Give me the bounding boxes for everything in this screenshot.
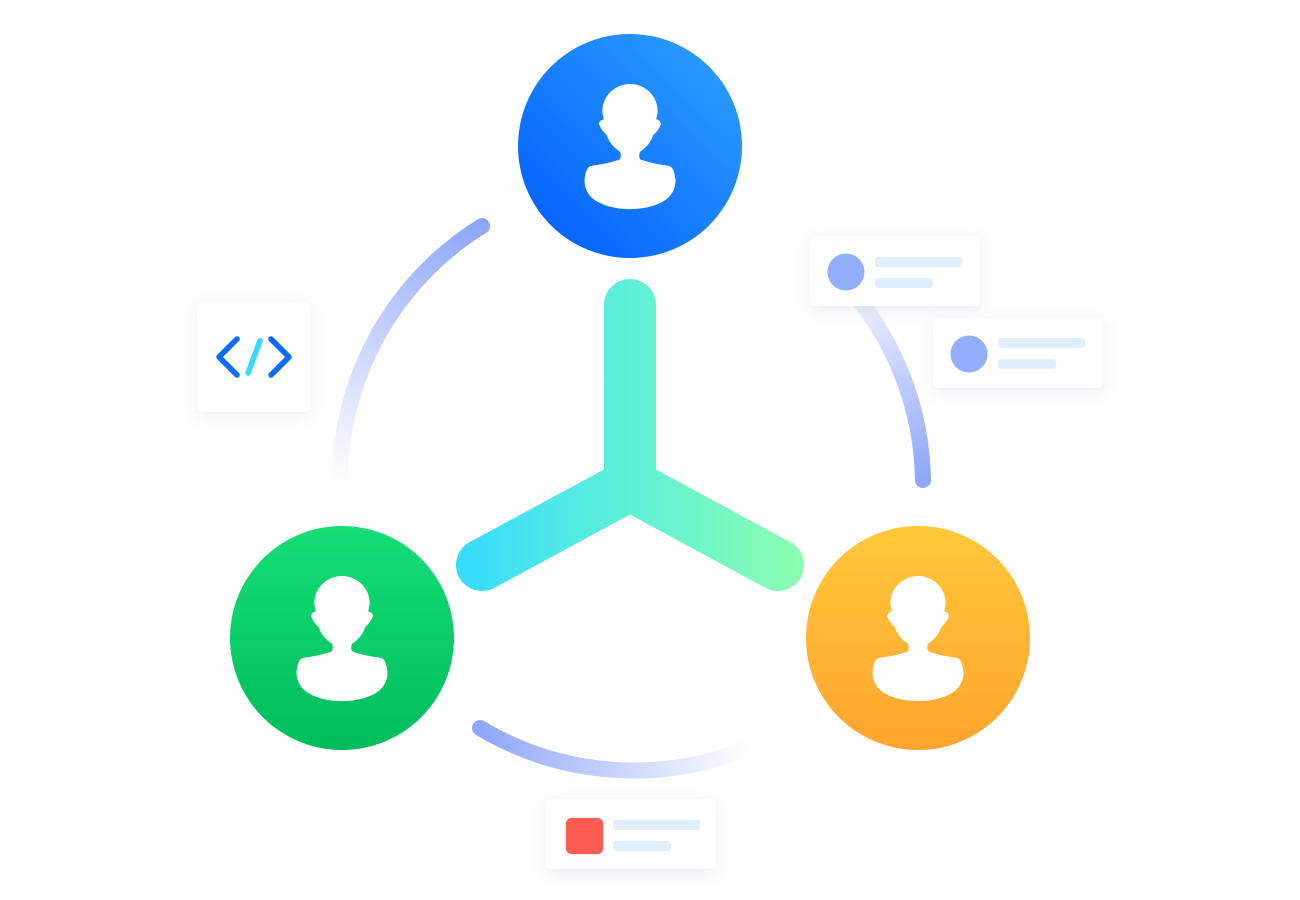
placeholder-line (998, 359, 1056, 369)
code-icon (216, 336, 292, 378)
dot-icon (950, 335, 988, 373)
placeholder-line (613, 820, 700, 830)
info-card-1 (810, 236, 980, 306)
placeholder-line (613, 841, 671, 851)
info-card-2 (933, 318, 1103, 388)
placeholder-line (875, 257, 962, 267)
dot-icon (827, 253, 865, 291)
user-node-right (806, 526, 1030, 750)
placeholder-line (998, 338, 1085, 348)
square-icon (566, 818, 603, 854)
connector-arc-bottom (472, 720, 756, 779)
user-node-top (518, 34, 742, 258)
code-card (197, 302, 310, 412)
hub-connector (456, 279, 804, 591)
user-node-left (230, 526, 454, 750)
placeholder-line (875, 278, 933, 288)
connector-arc-left (332, 218, 490, 488)
connector-arc-right (848, 288, 931, 488)
info-card-3 (546, 799, 716, 869)
